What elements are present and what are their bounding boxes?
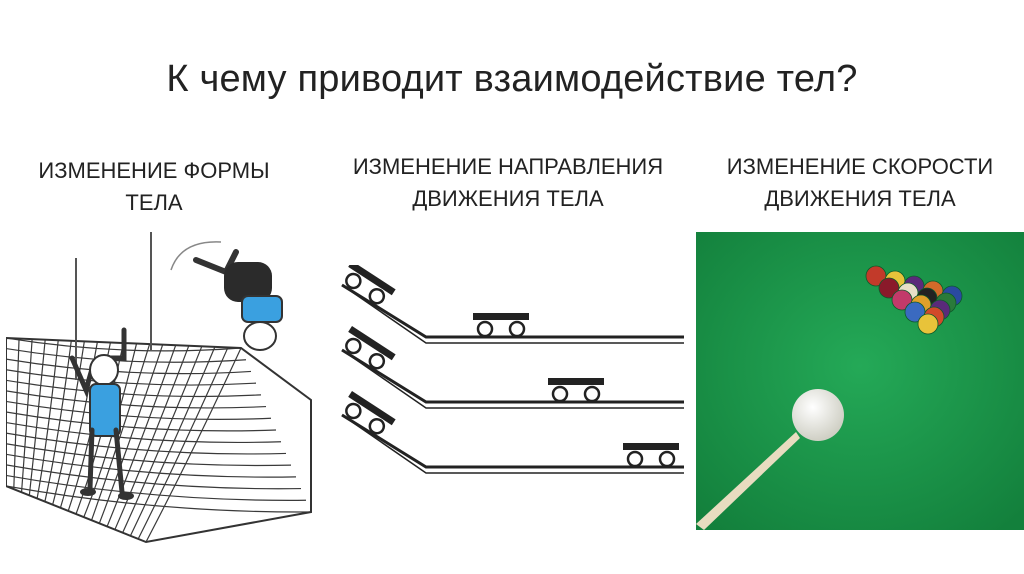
net-strand xyxy=(5,453,297,478)
cue-stick xyxy=(696,432,800,530)
caption-line: ТЕЛА xyxy=(125,190,183,215)
billiard-ball xyxy=(917,313,939,335)
billiard-drawing xyxy=(696,232,1024,530)
caption-direction-change: ИЗМЕНЕНИЕ НАПРАВЛЕНИЯ ДВИЖЕНИЯ ТЕЛА xyxy=(328,151,688,215)
slope-cart xyxy=(345,326,396,370)
track-line xyxy=(341,413,684,469)
net-mesh xyxy=(5,337,312,543)
caption-line: ДВИЖЕНИЯ ТЕЛА xyxy=(764,186,956,211)
caption-line: ДВИЖЕНИЯ ТЕЛА xyxy=(412,186,604,211)
net-strand xyxy=(5,474,307,501)
net-outline xyxy=(5,336,312,544)
net-strand xyxy=(98,344,164,524)
carts-drawing xyxy=(341,261,684,474)
net-strand xyxy=(5,411,277,432)
track-line xyxy=(341,284,684,344)
net-strand xyxy=(114,345,190,530)
net-strand xyxy=(13,338,20,490)
net-strand xyxy=(5,485,312,513)
slide-title: К чему приводит взаимодействие тел? xyxy=(166,58,858,100)
billiard-table-photo xyxy=(696,232,1024,530)
net-strand xyxy=(52,341,85,505)
flat-cart xyxy=(473,313,529,338)
net-strand xyxy=(145,347,242,543)
trampoline-net-drawing xyxy=(5,232,312,544)
net-strand xyxy=(83,343,138,518)
track-line xyxy=(341,349,684,409)
track-line xyxy=(341,283,684,339)
net-strand xyxy=(36,340,59,499)
track-line xyxy=(341,414,684,474)
net-strand xyxy=(28,339,46,496)
flipping-child xyxy=(170,241,283,351)
ball-rack xyxy=(865,265,963,335)
cue-ball xyxy=(792,389,844,441)
trampoline-net-kids-illustration xyxy=(5,230,316,550)
tracks xyxy=(341,261,684,474)
slope-cart xyxy=(345,391,396,435)
net-strand xyxy=(90,343,151,521)
net-strand xyxy=(5,421,282,444)
caption-line: ИЗМЕНЕНИЕ СКОРОСТИ xyxy=(726,154,994,179)
net-strand xyxy=(5,358,252,375)
net-strand xyxy=(5,347,247,363)
net-strand xyxy=(122,346,203,533)
net-strand xyxy=(5,464,302,490)
net-strand xyxy=(5,369,257,386)
net-strand xyxy=(44,340,72,502)
slope-cart xyxy=(345,261,396,305)
track-line xyxy=(341,348,684,404)
carts-on-slopes-illustration xyxy=(338,261,688,485)
caption-shape-change: ИЗМЕНЕНИЕ ФОРМЫ ТЕЛА xyxy=(4,155,304,219)
standing-child xyxy=(69,327,134,500)
flat-cart xyxy=(548,378,604,403)
caption-speed-change: ИЗМЕНЕНИЕ СКОРОСТИ ДВИЖЕНИЯ ТЕЛА xyxy=(700,151,1020,215)
net-strand xyxy=(129,346,216,537)
net-strand xyxy=(5,390,267,409)
net-strand xyxy=(137,347,229,540)
net-strand xyxy=(5,443,292,467)
caption-line: ИЗМЕНЕНИЕ НАПРАВЛЕНИЯ xyxy=(352,154,664,179)
flat-cart xyxy=(623,443,679,468)
net-strand xyxy=(5,432,287,455)
net-strand xyxy=(5,379,262,398)
caption-line: ИЗМЕНЕНИЕ ФОРМЫ xyxy=(38,158,270,183)
net-strand xyxy=(20,339,33,493)
net-strand xyxy=(5,400,272,420)
